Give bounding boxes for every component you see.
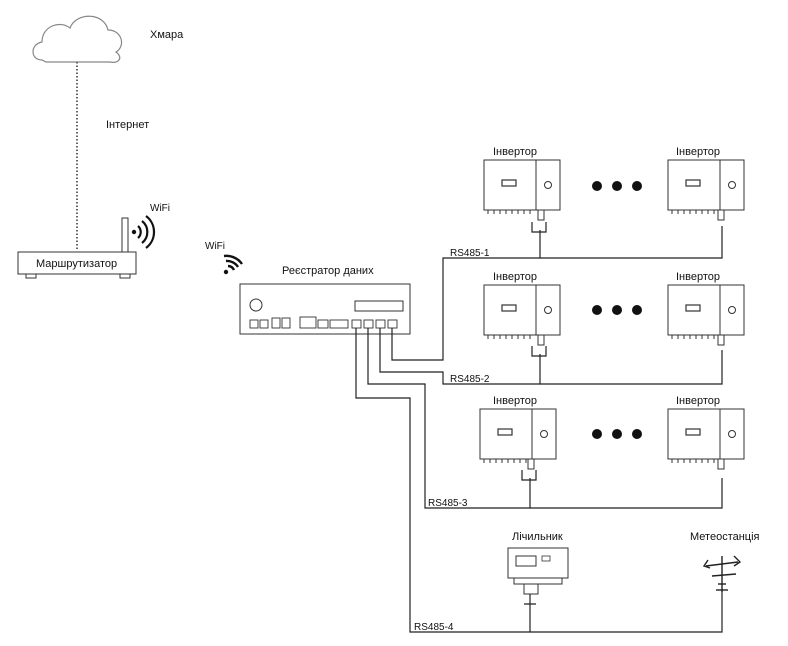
inverter-icon: [483, 159, 561, 221]
junction-box: [531, 222, 547, 233]
inverter-label: Інвертор: [676, 146, 720, 158]
cloud-icon: [32, 15, 123, 63]
junction-box: [521, 470, 537, 481]
internet-label: Інтернет: [106, 119, 149, 131]
rs485-wiring: [355, 226, 723, 633]
ellipsis-dots: [592, 305, 642, 315]
router-label: Маршрутизатор: [36, 258, 117, 270]
bus-label-3: RS485-3: [428, 498, 468, 509]
data-logger-icon: [239, 283, 411, 335]
router-wifi-icon: [131, 215, 156, 249]
inverter-icon: [667, 284, 745, 346]
weather-station-icon: [702, 555, 742, 592]
bus-label-4: RS485-4: [414, 622, 454, 633]
logger-wifi-icon: [223, 254, 243, 275]
router-icon: [17, 217, 137, 279]
energy-meter-icon: [507, 547, 569, 595]
bus-label-1: RS485-1: [450, 248, 490, 259]
weather-station-label: Метеостанція: [690, 531, 760, 543]
logger-wifi-label: WiFi: [205, 241, 225, 252]
inverter-label: Інвертор: [493, 146, 537, 158]
inverter-icon: [483, 284, 561, 346]
inverter-label: Інвертор: [493, 395, 537, 407]
ellipsis-dots: [592, 429, 642, 439]
inverter-icon: [667, 408, 745, 470]
logger-label: Реєстратор даних: [282, 265, 374, 277]
inverter-label: Інвертор: [676, 395, 720, 407]
bus-label-2: RS485-2: [450, 374, 490, 385]
junction-box: [531, 346, 547, 357]
cloud-label: Хмара: [150, 29, 184, 41]
router-wifi-label: WiFi: [150, 203, 170, 214]
inverter-label: Інвертор: [493, 271, 537, 283]
meter-connector: [524, 594, 536, 605]
inverter-label: Інвертор: [676, 271, 720, 283]
ellipsis-dots: [592, 181, 642, 191]
meter-label: Лічильник: [512, 531, 563, 543]
inverter-icon: [667, 159, 745, 221]
inverter-icon: [479, 408, 557, 470]
